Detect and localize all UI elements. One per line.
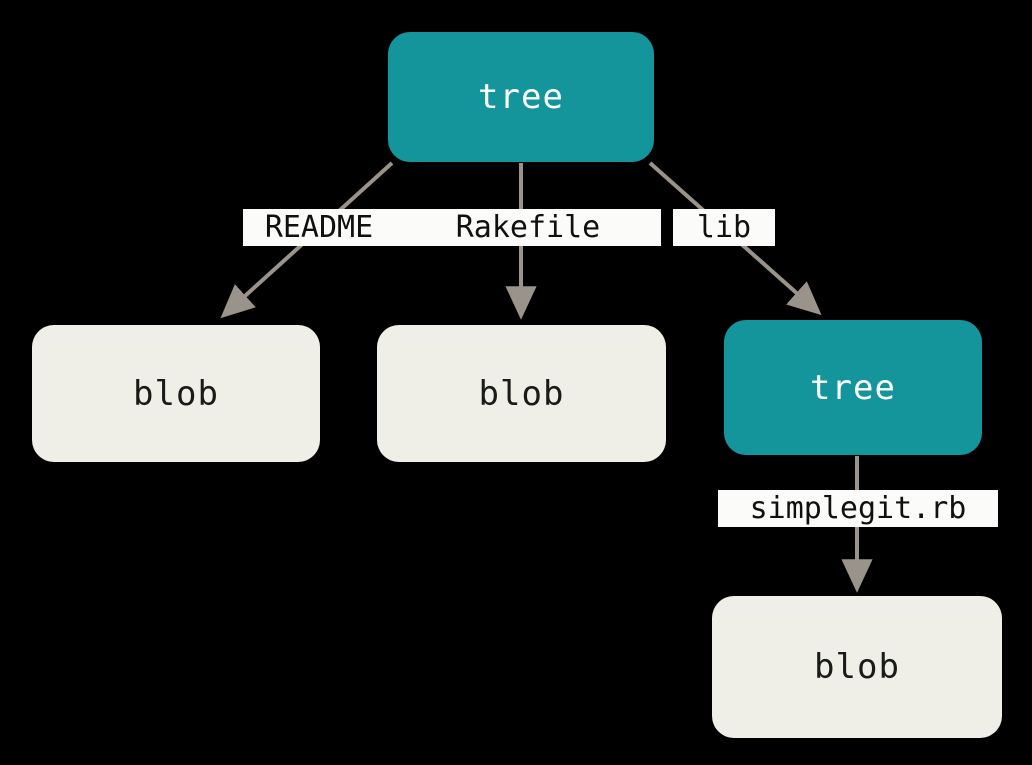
edge-label-rakefile: Rakefile: [395, 209, 661, 246]
node-blob-rakefile[interactable]: blob: [377, 325, 666, 462]
edge-label-text: simplegit.rb: [749, 491, 967, 526]
node-blob-readme[interactable]: blob: [32, 325, 320, 462]
node-label: tree: [810, 367, 896, 408]
node-label: blob: [814, 647, 900, 687]
edge-label-readme: README: [243, 209, 395, 246]
edge-label-text: Rakefile: [455, 210, 601, 245]
node-label: blob: [133, 373, 219, 414]
edge-label-lib: lib: [673, 209, 775, 246]
node-label: blob: [478, 373, 565, 414]
node-tree-root[interactable]: tree: [388, 32, 654, 162]
node-tree-lib[interactable]: tree: [724, 320, 982, 455]
edge-label-text: lib: [696, 210, 752, 245]
node-blob-simplegit[interactable]: blob: [712, 596, 1002, 738]
edge-label-simplegit: simplegit.rb: [718, 490, 998, 527]
node-label: tree: [478, 77, 564, 117]
edge-label-text: README: [264, 210, 374, 245]
